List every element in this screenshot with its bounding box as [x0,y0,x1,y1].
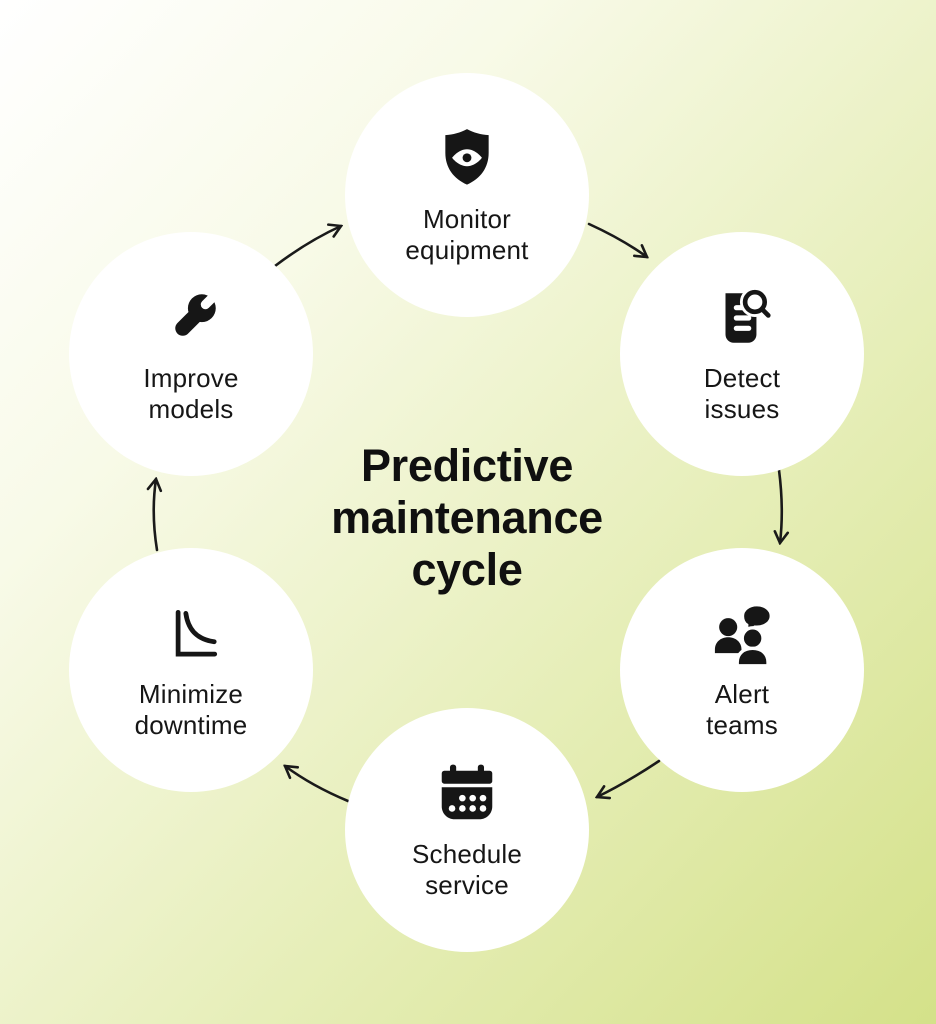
arrow-minimize-to-improve [154,479,157,552]
arrow-detect-to-alert [779,468,782,543]
node-label: Schedule service [411,839,523,900]
node-schedule-service: Schedule service [345,708,589,952]
node-label: Minimize downtime [134,679,248,740]
calendar-icon [434,760,500,828]
node-label: Improve models [143,363,239,424]
node-monitor-equipment: Monitor equipment [345,73,589,317]
node-detect-issues: Detect issues [620,232,864,476]
diagram-title: Predictive maintenance cycle [331,440,603,595]
arrow-monitor-to-detect [587,222,647,257]
arrow-alert-to-schedule [597,759,661,797]
arrow-improve-to-monitor [273,226,341,268]
node-label: Alert teams [706,679,778,740]
node-alert-teams: Alert teams [620,548,864,792]
node-label: Detect issues [703,363,781,424]
people-chat-icon [708,600,776,668]
shield-eye-icon [434,125,500,193]
node-improve-models: Improve models [69,232,313,476]
wrench-icon [158,284,224,352]
declining-chart-icon [158,600,224,668]
node-minimize-downtime: Minimize downtime [69,548,313,792]
arrow-schedule-to-minimize [285,766,350,803]
document-search-icon [709,284,775,352]
node-label: Monitor equipment [405,204,529,265]
